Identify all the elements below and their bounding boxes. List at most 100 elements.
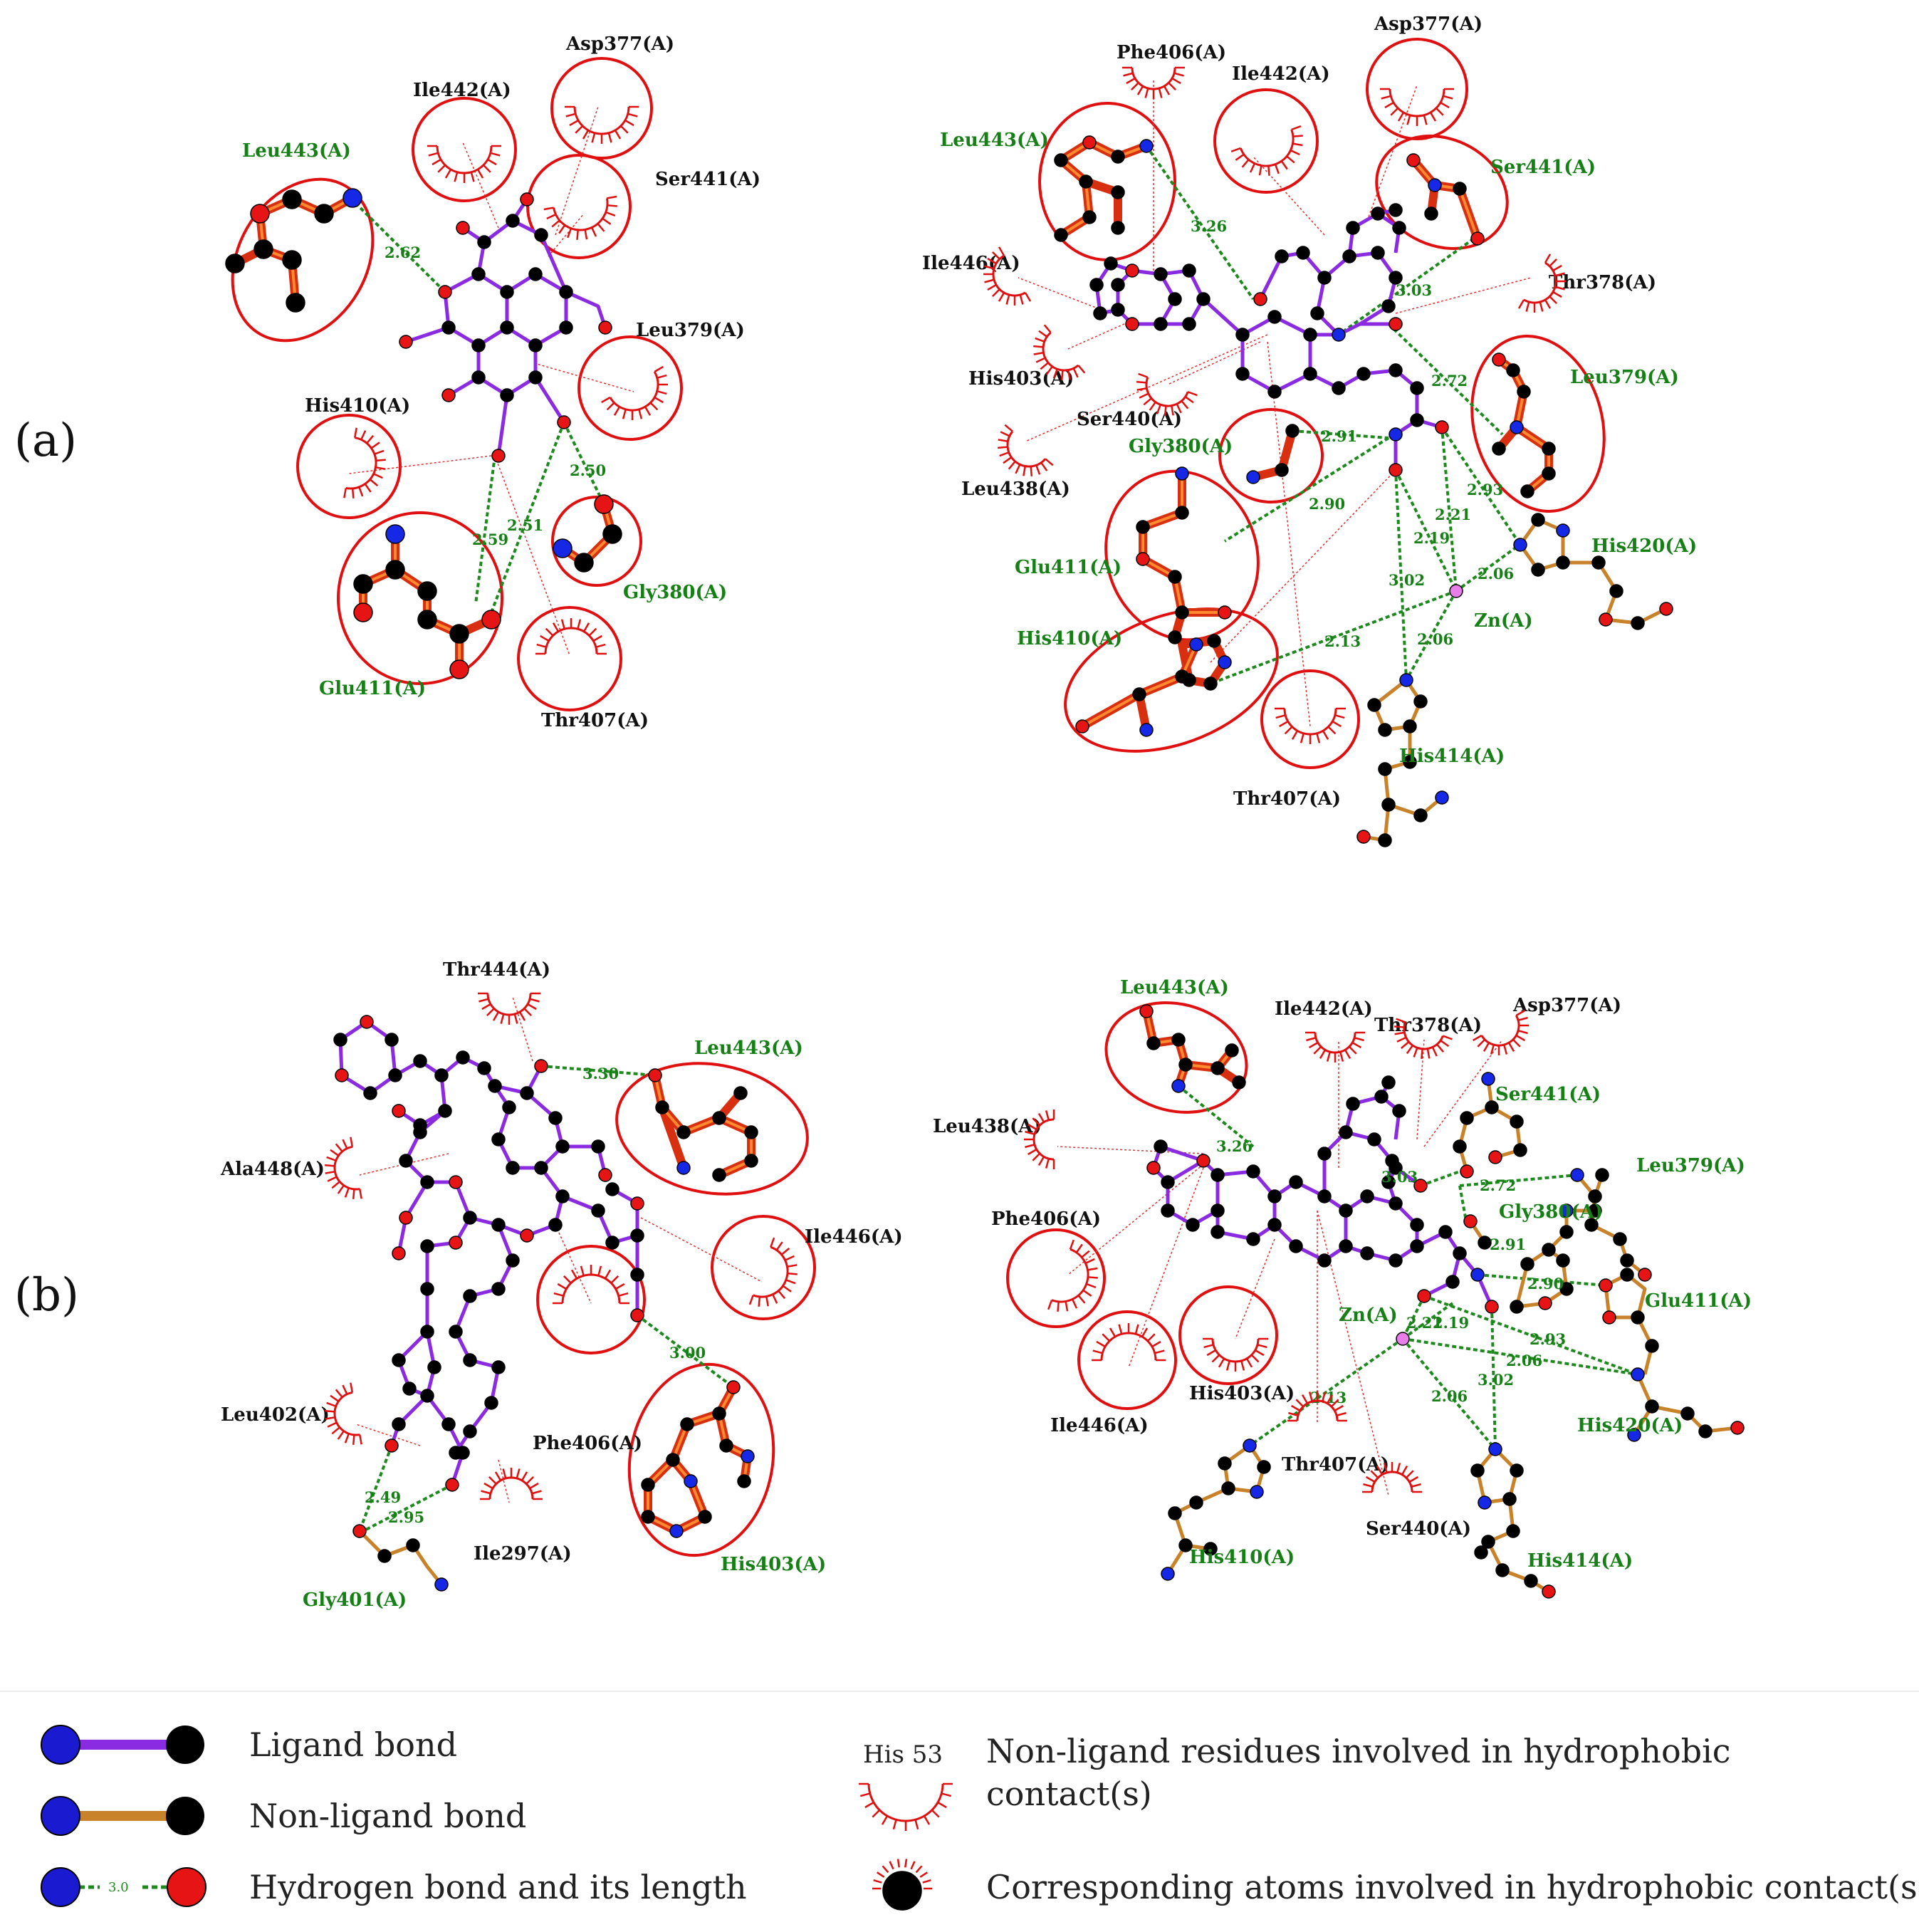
carbon-atom: [1367, 1132, 1381, 1147]
nitrogen-atom: [385, 524, 405, 544]
oxygen-atom: [1485, 1300, 1499, 1314]
residue-label: Thr378(A): [1549, 272, 1656, 293]
carbon-atom: [1478, 1236, 1492, 1250]
carbon-atom: [1556, 555, 1570, 570]
hbond-distance: 2.91: [1490, 1236, 1526, 1253]
nitrogen-atom: [1435, 790, 1449, 805]
nitrogen-atom: [1478, 1495, 1492, 1510]
carbon-atom: [1275, 463, 1289, 477]
nitrogen-atom: [1171, 1079, 1186, 1093]
oxygen-atom: [1139, 1004, 1154, 1018]
carbon-atom: [1389, 271, 1403, 285]
hydrophobic-contact-arc-icon: [427, 145, 501, 183]
carbon-atom: [1556, 1253, 1570, 1268]
carbon-atom: [1645, 1399, 1659, 1414]
oxygen-atom: [399, 1211, 413, 1225]
hydrophobic-contact-arc-icon: [1362, 1462, 1422, 1493]
carbon-atom: [420, 1325, 434, 1339]
carbon-atom: [1513, 1143, 1527, 1157]
hydrophobic-contact-arc-icon: [1136, 372, 1198, 416]
carbon-atom: [1378, 833, 1392, 847]
oxygen-atom: [1488, 1150, 1502, 1164]
carbon-atom: [1502, 1492, 1517, 1506]
hbond-distance: 2.21: [1435, 506, 1471, 523]
carbon-atom: [1168, 1506, 1182, 1520]
carbon-atom: [1470, 1463, 1485, 1478]
hbond-distance: 3.30: [582, 1065, 619, 1082]
legend-hydrophobic-residue-label: Non-ligand residues involved in hydropho…: [986, 1732, 1731, 1770]
hbond-distance: 2.90: [1527, 1275, 1564, 1293]
carbon-atom: [1392, 221, 1406, 235]
carbon-atom: [1531, 563, 1545, 577]
carbon-atom: [1481, 1535, 1495, 1549]
residue-label: Leu443(A): [1120, 977, 1229, 998]
carbon-atom: [1296, 246, 1310, 260]
carbon-atom: [641, 1510, 655, 1524]
hydrophobic-contact-arc-icon: [535, 618, 607, 655]
legend-hydrophobic-atom-sample: [872, 1859, 932, 1911]
residue-label: Thr407(A): [541, 710, 649, 731]
oxygen-atom: [1389, 463, 1403, 477]
carbon-atom: [491, 1132, 506, 1147]
residue-label: Glu411(A): [1015, 557, 1121, 578]
carbon-atom: [1609, 584, 1623, 598]
carbon-atom: [602, 524, 622, 544]
carbon-atom: [1389, 1253, 1403, 1268]
carbon-atom: [1175, 605, 1189, 620]
carbon-atom: [500, 285, 514, 299]
hbond-distance: 2.06: [1506, 1352, 1542, 1369]
zinc-atom: [1449, 584, 1463, 598]
carbon-atom: [1385, 1154, 1399, 1168]
hbond-distance: 2.19: [1433, 1314, 1469, 1332]
legend-hbond-label: Hydrogen bond and its length: [249, 1868, 747, 1906]
carbon-atom: [427, 1360, 441, 1374]
residue-label: Leu379(A): [1636, 1155, 1745, 1176]
hydrophobic-contact-arc-icon: [1122, 66, 1185, 99]
carbon-atom: [1178, 1058, 1193, 1072]
carbon-atom: [1485, 1100, 1499, 1114]
carbon-atom: [1371, 246, 1385, 260]
carbon-atom: [1510, 1114, 1524, 1129]
residue-label: His403(A): [721, 1554, 826, 1575]
oxygen-atom: [392, 1246, 406, 1260]
nitrogen-atom: [1627, 1428, 1641, 1442]
nitrogen-atom: [1218, 655, 1232, 669]
carbon-atom: [1346, 1097, 1360, 1111]
carbon-atom: [456, 1050, 470, 1065]
oxygen-atom: [456, 221, 470, 235]
hydrophobic-contact-arc-icon: [478, 992, 540, 1025]
carbon-atom: [1189, 1495, 1203, 1510]
hbond-distance: 2.51: [507, 516, 543, 534]
diagram-b-right: Leu443(A) Ile442(A) Thr378(A) Asp377(A) …: [933, 977, 1752, 1599]
hydrophobic-contact-arc-icon: [1305, 1031, 1365, 1062]
carbon-atom: [506, 214, 520, 228]
carbon-atom: [225, 254, 245, 273]
nitrogen-atom: [1570, 1168, 1584, 1182]
carbon-atom: [1235, 328, 1250, 342]
carbon-atom: [1453, 1246, 1467, 1260]
hbond-distance: 2.59: [472, 531, 508, 548]
carbon-atom: [1346, 221, 1360, 235]
carbon-atom: [1303, 367, 1317, 381]
oxygen-atom: [1659, 602, 1673, 616]
carbon-atom: [520, 1086, 534, 1100]
carbon-atom: [1410, 1239, 1424, 1253]
oxygen-atom: [1417, 1289, 1431, 1303]
carbon-atom: [1389, 1196, 1403, 1211]
carbon-atom: [1378, 762, 1392, 776]
carbon-atom: [1591, 555, 1606, 570]
nitrogen-atom: [1243, 1438, 1257, 1453]
oxygen-atom: [1082, 135, 1097, 150]
oxygen-atom: [1599, 612, 1613, 627]
oxygen-atom: [1730, 1421, 1745, 1435]
oxygen-atom: [1125, 263, 1139, 278]
oxygen-atom: [1538, 1296, 1552, 1310]
carbon-atom: [630, 1228, 644, 1243]
carbon-atom: [1317, 1189, 1332, 1203]
legend: Ligand bond Non-ligand bond 3.0 Hydrogen…: [0, 1691, 1919, 1911]
legend-hydrophobic-residue-label-2: contact(s): [986, 1775, 1152, 1813]
carbon-atom: [744, 1125, 758, 1139]
carbon-atom: [534, 1161, 548, 1175]
residue-label: His410(A): [305, 395, 410, 417]
hydrophobic-contact-arc-icon: [601, 365, 669, 421]
